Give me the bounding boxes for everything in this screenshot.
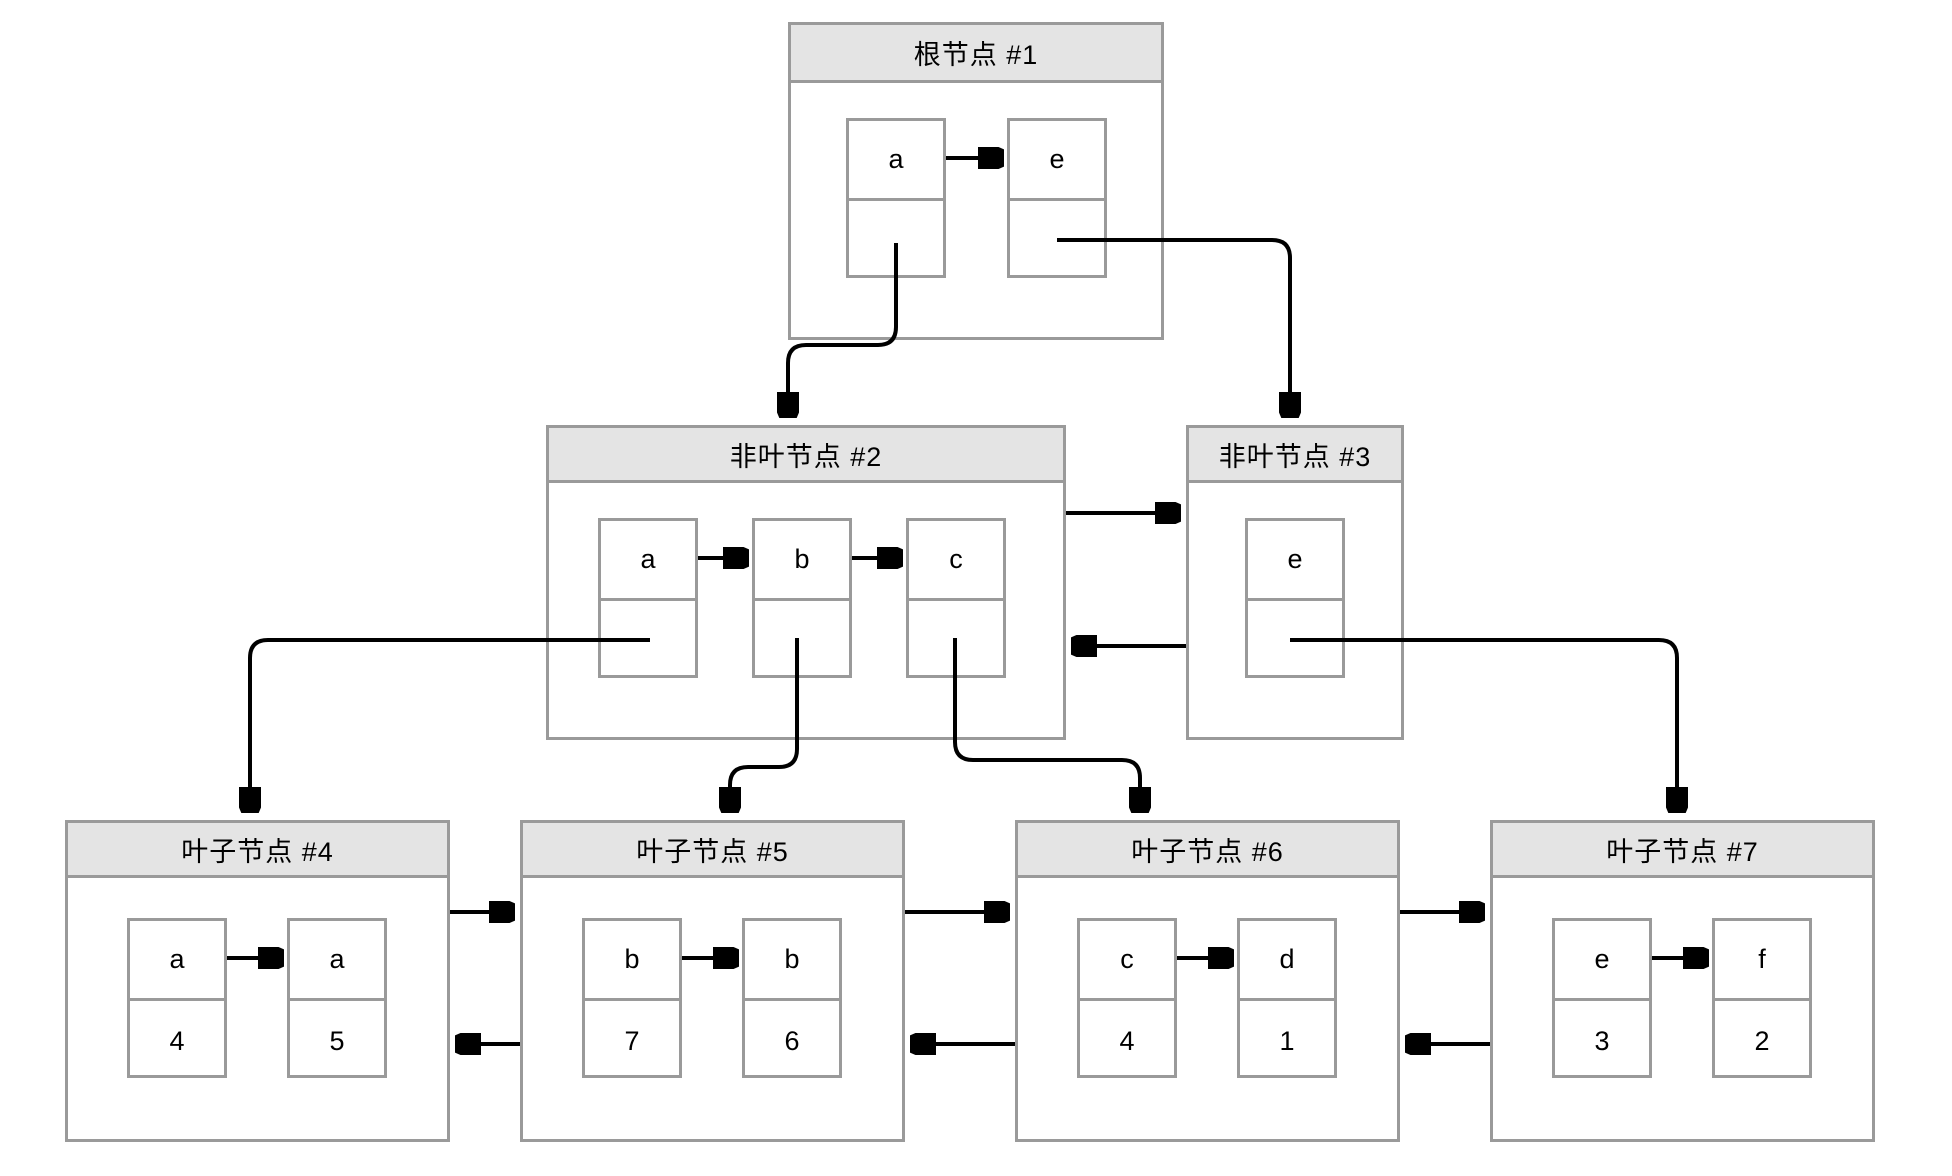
entry-value: 4 (1119, 1025, 1135, 1056)
entry-key: e (1248, 521, 1342, 601)
entry-key: e (1010, 121, 1104, 201)
entry-key: a (601, 521, 695, 601)
entry-key: b (745, 921, 839, 1001)
entry-cell: c 4 (1077, 918, 1177, 1078)
entry-cell: e (1007, 118, 1107, 278)
node-title-label: 非叶节点 #3 (1218, 441, 1372, 472)
entry-pointer-slot (849, 201, 943, 281)
entry-key: c (1080, 921, 1174, 1001)
entry-cell: f 2 (1712, 918, 1812, 1078)
node-leaf-4: 叶子节点 #4 a 4 a 5 (65, 820, 450, 1142)
entry-value: 2 (1754, 1025, 1770, 1056)
entry-cell: c (906, 518, 1006, 678)
entry-cell: d 1 (1237, 918, 1337, 1078)
node-title-label: 叶子节点 #4 (181, 836, 334, 867)
entry-value: 6 (784, 1025, 800, 1056)
node-internal-2: 非叶节点 #2 a b c (546, 425, 1066, 740)
node-title-bar: 根节点 #1 (791, 25, 1161, 83)
entry-cell: e (1245, 518, 1345, 678)
node-title-bar: 叶子节点 #7 (1493, 823, 1872, 878)
node-title-label: 叶子节点 #6 (1131, 836, 1284, 867)
entry-cell: b 7 (582, 918, 682, 1078)
entry-cell: e 3 (1552, 918, 1652, 1078)
node-title-label: 叶子节点 #5 (636, 836, 789, 867)
node-leaf-6: 叶子节点 #6 c 4 d 1 (1015, 820, 1400, 1142)
node-title-label: 叶子节点 #7 (1606, 836, 1759, 867)
entry-pointer-slot (601, 601, 695, 681)
entry-key: b (755, 521, 849, 601)
entry-key: b (585, 921, 679, 1001)
node-title-bar: 非叶节点 #3 (1189, 428, 1401, 483)
node-root-1: 根节点 #1 a e (788, 22, 1164, 340)
entry-value: 4 (169, 1025, 185, 1056)
node-title-bar: 叶子节点 #6 (1018, 823, 1397, 878)
node-internal-3: 非叶节点 #3 e (1186, 425, 1404, 740)
entry-pointer-slot (1010, 201, 1104, 281)
node-title-label: 根节点 #1 (913, 40, 1039, 70)
entry-key: a (849, 121, 943, 201)
entry-cell: b 6 (742, 918, 842, 1078)
node-title-bar: 叶子节点 #5 (523, 823, 902, 878)
entry-value: 1 (1279, 1025, 1295, 1056)
entry-key: c (909, 521, 1003, 601)
node-title-label: 非叶节点 #2 (729, 441, 883, 472)
node-title-bar: 叶子节点 #4 (68, 823, 447, 878)
node-leaf-7: 叶子节点 #7 e 3 f 2 (1490, 820, 1875, 1142)
entry-pointer-slot (755, 601, 849, 681)
entry-value: 3 (1594, 1025, 1610, 1056)
node-title-bar: 非叶节点 #2 (549, 428, 1063, 483)
entry-pointer-slot (909, 601, 1003, 681)
entry-key: a (290, 921, 384, 1001)
entry-pointer-slot (1248, 601, 1342, 681)
entry-cell: a (598, 518, 698, 678)
node-leaf-5: 叶子节点 #5 b 7 b 6 (520, 820, 905, 1142)
entry-value: 5 (329, 1025, 345, 1056)
entry-value: 7 (624, 1025, 640, 1056)
entry-key: f (1715, 921, 1809, 1001)
entry-cell: a (846, 118, 946, 278)
entry-key: e (1555, 921, 1649, 1001)
entry-key: a (130, 921, 224, 1001)
entry-cell: a 5 (287, 918, 387, 1078)
entry-cell: a 4 (127, 918, 227, 1078)
entry-key: d (1240, 921, 1334, 1001)
entry-cell: b (752, 518, 852, 678)
